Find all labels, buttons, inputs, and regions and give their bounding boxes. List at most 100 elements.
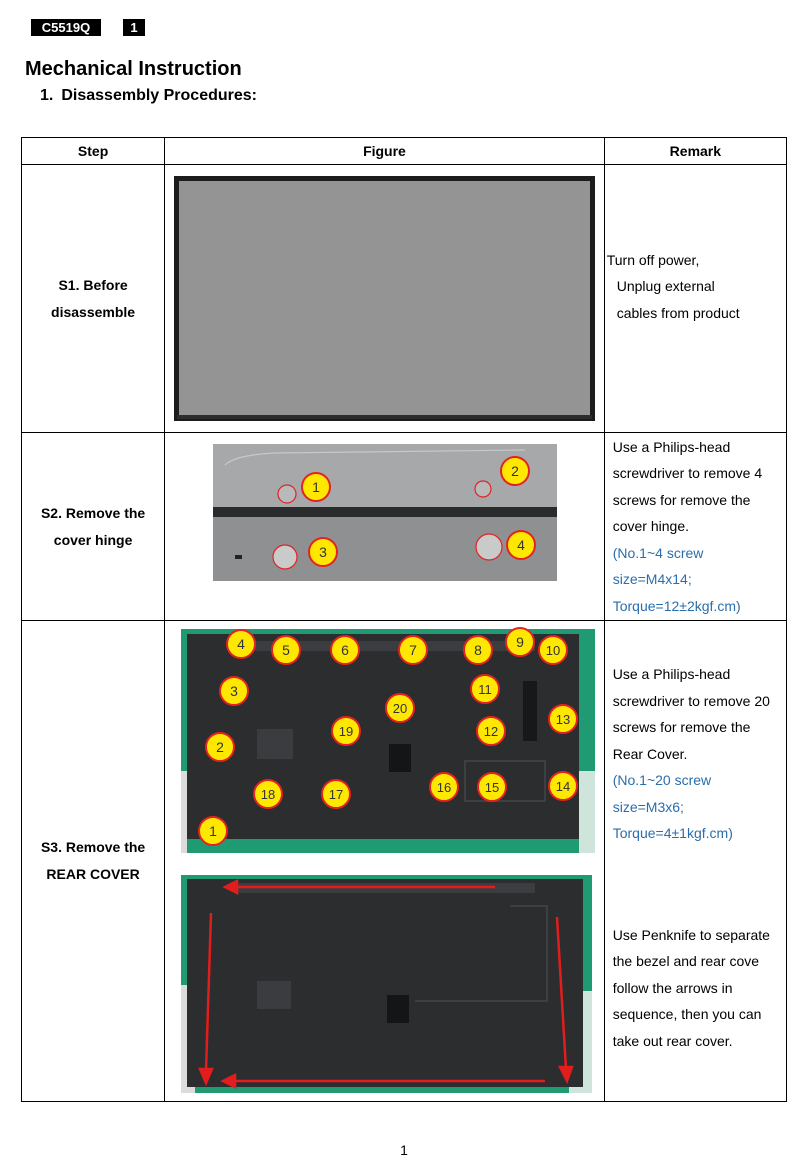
table-row: S1. Before disassemble Turn off power, U… (20, 164, 788, 433)
screw-callout: 3 (308, 537, 339, 567)
section-number: 1. (40, 87, 54, 104)
panel-outline (415, 905, 549, 1002)
screw-number: 13 (556, 712, 570, 727)
screw-hole (474, 480, 492, 498)
remark-line: screws for remove the (612, 491, 751, 508)
screw-callout: 6 (330, 635, 361, 665)
screw-hole (475, 533, 503, 561)
connector-box (389, 744, 412, 772)
screw-callout: 2 (205, 732, 236, 762)
screw-number: 12 (484, 724, 498, 739)
remark-line: Rear Cover. (612, 745, 688, 762)
step-cell: S1. Before disassemble (20, 164, 166, 433)
page-title: Mechanical Instruction (25, 58, 242, 80)
bezel-separation-photo (181, 875, 593, 1093)
arrow-top-head (222, 878, 239, 896)
screw-callout: 10 (538, 635, 569, 665)
screw-callout: 9 (505, 627, 536, 657)
tv-back-panel (187, 879, 584, 1087)
screw-number: 4 (237, 636, 245, 652)
separation-arrows (198, 878, 574, 1090)
column-header-figure: Figure (164, 137, 605, 165)
screw-number: 3 (319, 544, 327, 560)
remark-line-blue: size=M3x6; (612, 798, 684, 815)
column-header-step: Step (20, 137, 166, 165)
remark-line: cables from product (616, 304, 740, 321)
screw-number: 2 (216, 739, 224, 755)
remark-line: screwdriver to remove 20 (612, 692, 770, 709)
remark-line: Turn off power, (606, 251, 700, 268)
remark-line: screwdriver to remove 4 (612, 465, 763, 482)
screw-callout: 13 (548, 704, 579, 734)
side-slot (523, 681, 538, 741)
remark-spacer (613, 621, 784, 661)
screw-number: 14 (556, 779, 570, 794)
cover-hinge-image: 1 2 3 4 (213, 444, 558, 581)
screw-callout: 7 (398, 635, 429, 665)
remark-line: cover hinge. (612, 518, 690, 535)
remark-spacer (613, 847, 784, 922)
screw-number: 3 (230, 683, 238, 699)
remark-cell: Turn off power, Unplug external cables f… (603, 164, 788, 433)
remark-line-blue: Torque=12±2kgf.cm) (612, 597, 741, 614)
screw-callout: 20 (385, 693, 416, 723)
screw-hole (277, 484, 297, 504)
screw-callout: 2 (500, 456, 531, 486)
page-number: 1 (400, 1142, 408, 1158)
remark-cell: Use a Philips-head screwdriver to remove… (603, 432, 788, 621)
step-line: disassemble (51, 303, 136, 320)
arrow-left-head (198, 1067, 215, 1087)
screw-callout: 19 (331, 716, 362, 746)
screw-callout: 4 (506, 530, 537, 560)
label-plate (257, 981, 292, 1009)
connector-box (387, 995, 410, 1023)
panel-outline (464, 760, 547, 802)
vent-strip (235, 641, 536, 651)
table-row: S2. Remove the cover hinge 1 2 3 4 (20, 432, 788, 621)
step-cell: S2. Remove the cover hinge (20, 432, 166, 621)
screw-callout: 4 (226, 629, 257, 659)
remark-line: screws for remove the (612, 719, 751, 735)
remark-line: follow the arrows in (612, 979, 733, 996)
label-plate (257, 729, 294, 759)
arrow-left (204, 912, 213, 1072)
screw-number: 7 (409, 642, 417, 658)
screw-callout: 11 (470, 674, 501, 704)
hinge-upper-panel (213, 444, 558, 508)
remark-line: sequence, then you can (612, 1006, 762, 1022)
screw-callout: 8 (463, 635, 494, 665)
screw-number: 17 (329, 787, 343, 802)
figure-cell: 1 2 3 4 (164, 432, 605, 621)
step-line: S1. Before (58, 276, 128, 293)
monitor-screen (179, 181, 591, 415)
remark-line: Use Penknife to separate (612, 926, 770, 943)
remark-line-blue: size=M4x14; (612, 571, 692, 588)
arrow-right (555, 916, 568, 1070)
screw-callout: 17 (321, 779, 352, 809)
screw-callout: 1 (198, 816, 229, 846)
hinge-edge (224, 449, 526, 466)
screw-number: 19 (339, 724, 353, 739)
remark-line: take out rear cover. (612, 1032, 733, 1049)
remark-line-blue: (No.1~4 screw (612, 544, 704, 561)
screw-number: 15 (485, 780, 499, 795)
section-heading: 1.Disassembly Procedures: (40, 87, 257, 105)
monitor-chin (177, 415, 593, 419)
screw-callout: 16 (429, 772, 460, 802)
screw-callout: 15 (477, 772, 508, 802)
table-header-row: Step Figure Remark (20, 137, 788, 165)
disassembly-table: Step Figure Remark S1. Before disassembl… (20, 137, 788, 1102)
model-tag: C5519Q (31, 19, 101, 36)
screw-number: 11 (478, 682, 492, 697)
remark-line-blue: Torque=4±1kgf.cm) (612, 825, 733, 841)
tv-back-panel (187, 634, 580, 839)
screw-number: 9 (516, 634, 524, 650)
step-line: cover hinge (53, 531, 133, 548)
screw-number: 2 (511, 463, 519, 479)
remark-cell: Use a Philips-head screwdriver to remove… (603, 620, 788, 1102)
screw-number: 4 (517, 537, 525, 553)
